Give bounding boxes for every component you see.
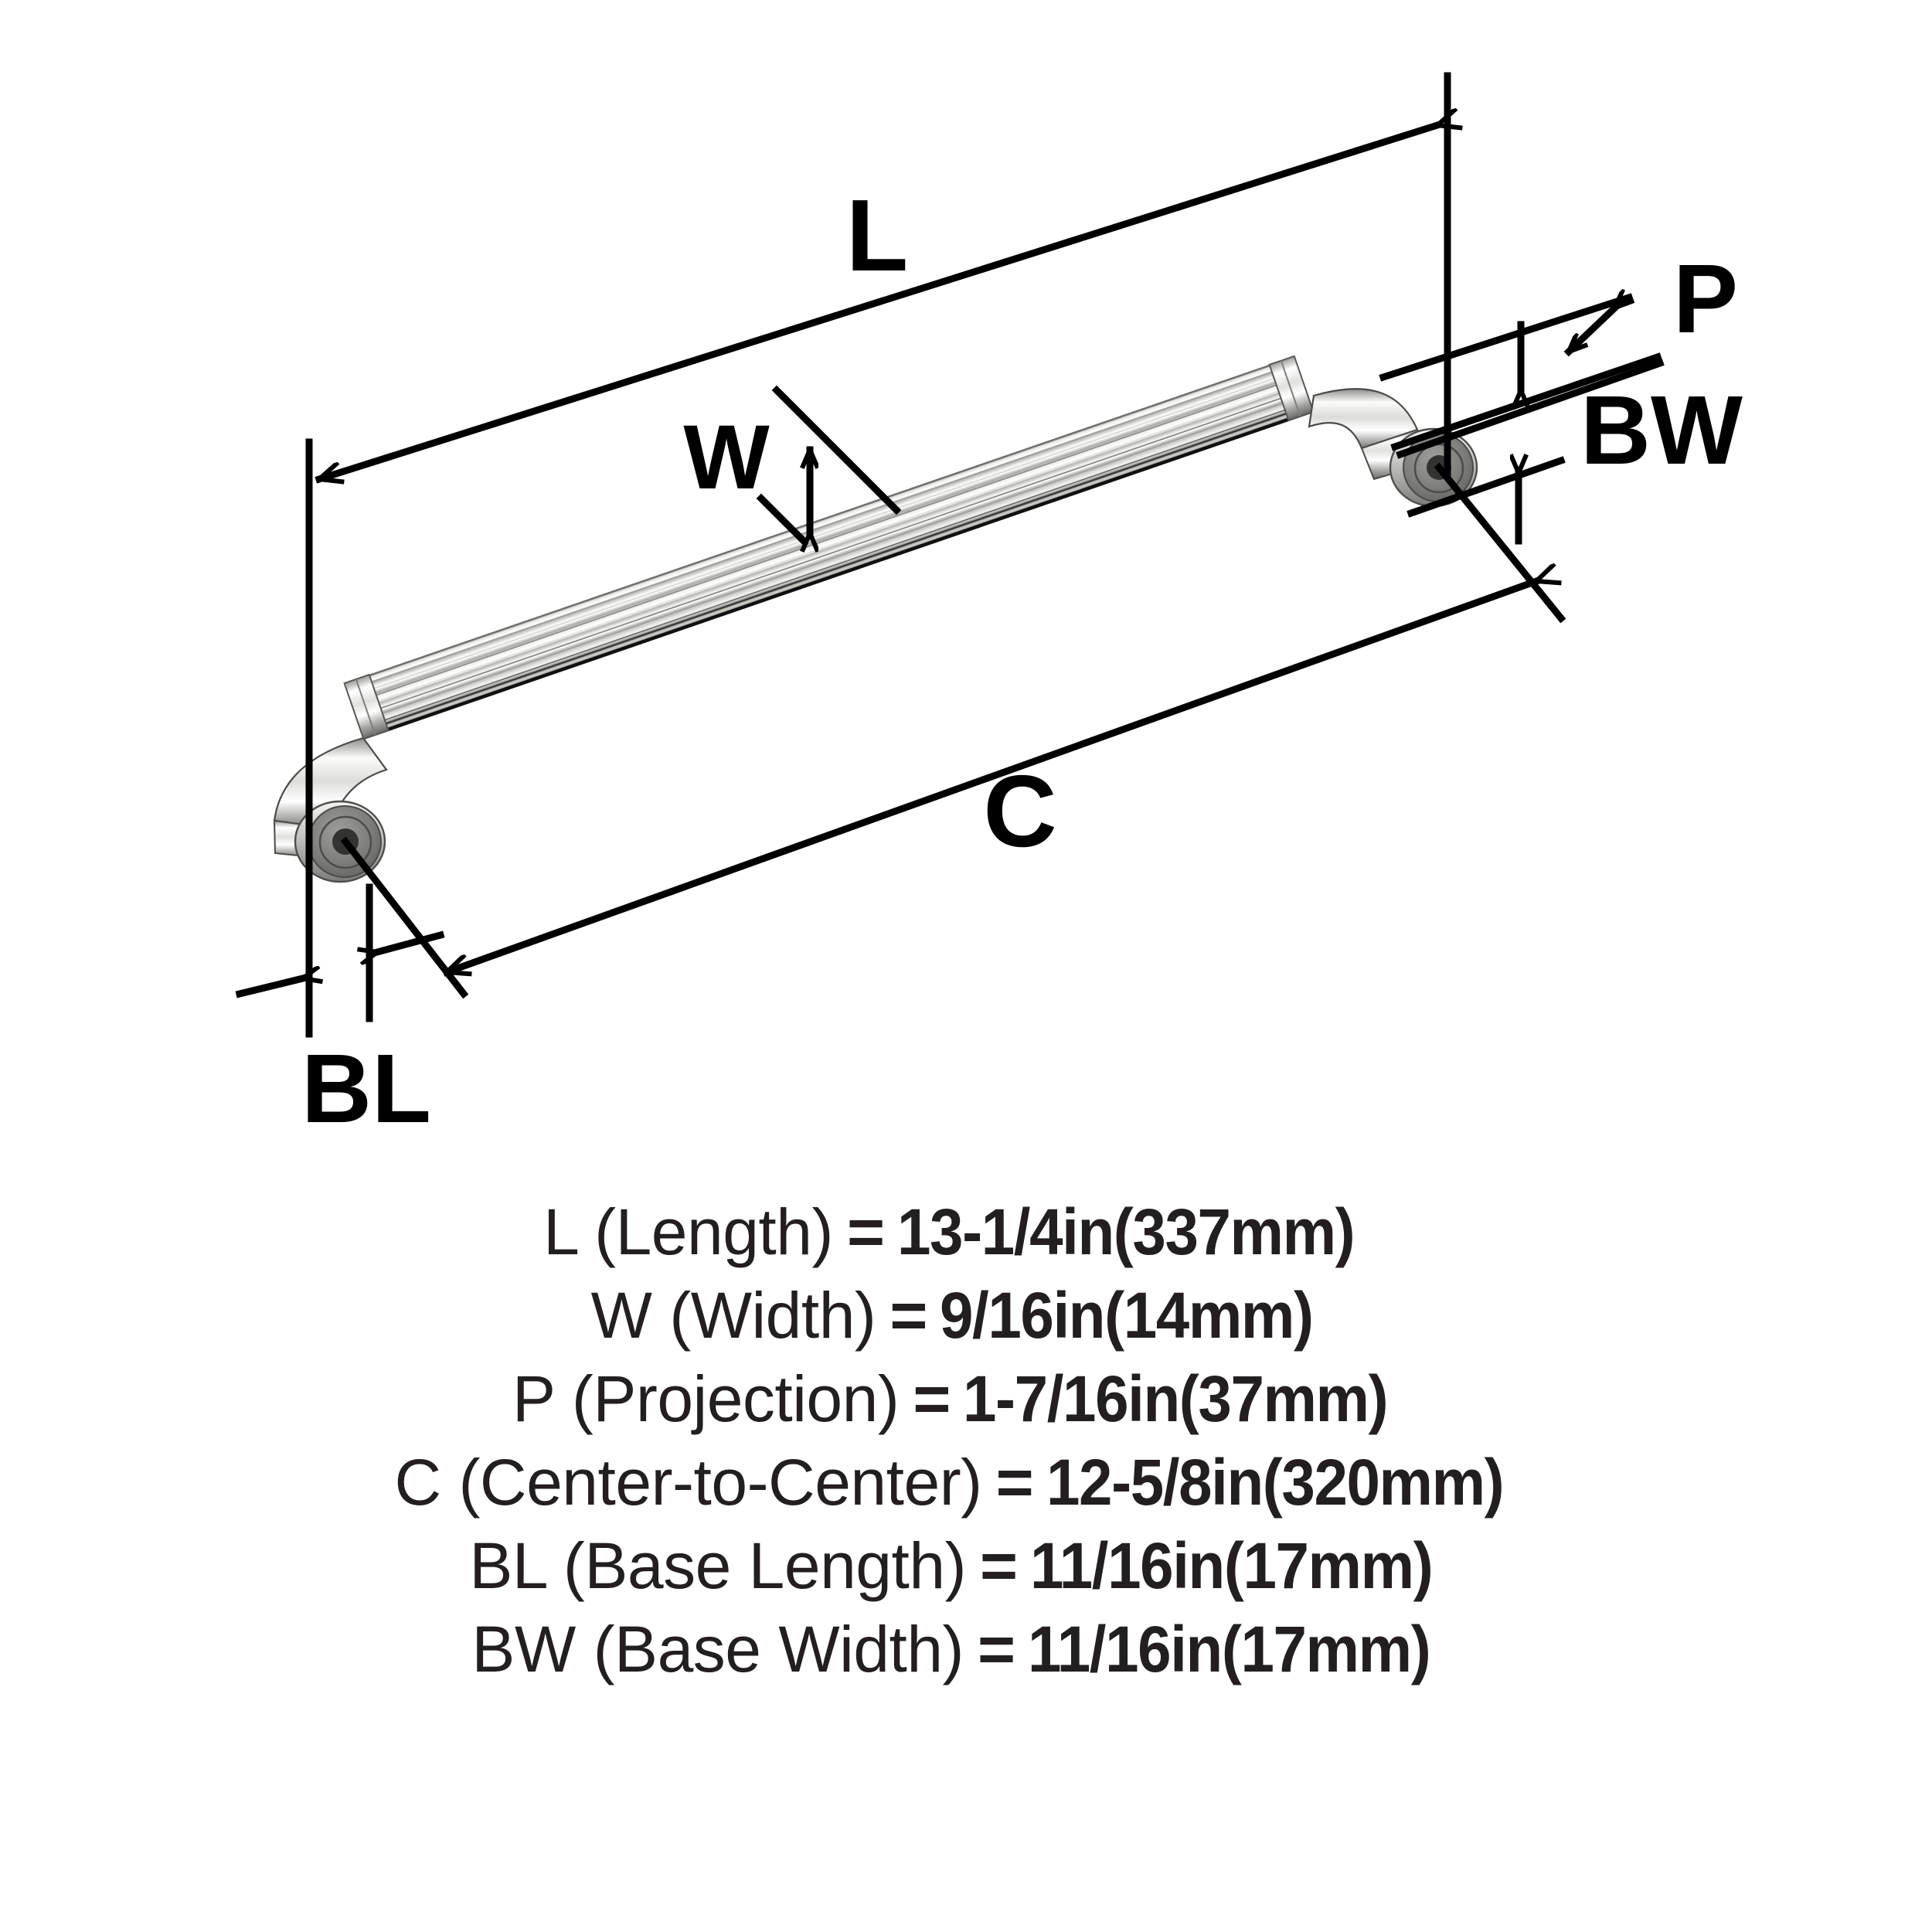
spec-equals-width: = (889, 1279, 928, 1352)
spec-value-center-to-center: 12-5/8in(320mm) (1046, 1446, 1505, 1519)
spec-row-base-width: BW (Base Width) = 11/16in(17mm) (471, 1607, 1460, 1691)
spec-label-width: W (Width) (590, 1279, 876, 1352)
marker-label-L: L (846, 179, 909, 292)
spec-equals-base-length: = (980, 1529, 1019, 1602)
spec-row-width: W (Width) = 9/16in(14mm) (591, 1274, 1342, 1357)
spec-equals-base-width: = (978, 1613, 1016, 1685)
spec-row-base-length: BL (Base Length) = 11/16in(17mm) (469, 1524, 1462, 1607)
spec-equals-projection: = (913, 1362, 951, 1435)
length-dimension (305, 72, 1447, 792)
base-length-dimension (235, 784, 445, 1038)
marker-label-BW: BW (1580, 376, 1743, 485)
spec-equals-length: = (846, 1196, 886, 1268)
spec-label-center-to-center: C (Center-to-Center) (394, 1446, 982, 1519)
marker-label-P: P (1673, 244, 1738, 353)
marker-label-BL: BL (301, 1034, 431, 1143)
marker-label-C: C (983, 754, 1056, 868)
spec-value-base-width: 11/16in(17mm) (1028, 1613, 1431, 1685)
base-width-dimension (1396, 359, 1665, 545)
spec-row-projection: P (Projection) = 1-7/16in(37mm) (512, 1357, 1420, 1440)
spec-label-projection: P (Projection) (512, 1362, 900, 1435)
width-dimension (756, 385, 902, 541)
spec-label-base-length: BL (Base Length) (469, 1529, 967, 1602)
center-to-center-dimension (340, 462, 1566, 999)
spec-value-base-length: 11/16in(17mm) (1030, 1529, 1434, 1602)
spec-row-length: L (Length) = 13-1/4in(337mm) (543, 1190, 1389, 1274)
spec-equals-center-to-center: = (995, 1446, 1034, 1519)
fluted-bar (343, 355, 1315, 740)
left-mounting-post (273, 736, 388, 883)
spec-value-length: 13-1/4in(337mm) (897, 1196, 1355, 1268)
product-dimension-drawing: L W P C BL BW (235, 72, 1743, 1143)
spec-row-center-to-center: C (Center-to-Center) = 12-5/8in(320mm) (394, 1440, 1537, 1524)
projection-dimension (1379, 298, 1662, 451)
marker-label-W: W (683, 406, 770, 509)
spec-label-length: L (Length) (543, 1196, 833, 1268)
spec-value-width: 9/16in(14mm) (940, 1279, 1314, 1352)
specification-list: L (Length) = 13-1/4in(337mm) W (Width) =… (0, 1190, 1932, 1691)
spec-value-projection: 1-7/16in(37mm) (963, 1362, 1389, 1435)
spec-label-base-width: BW (Base Width) (471, 1613, 964, 1685)
